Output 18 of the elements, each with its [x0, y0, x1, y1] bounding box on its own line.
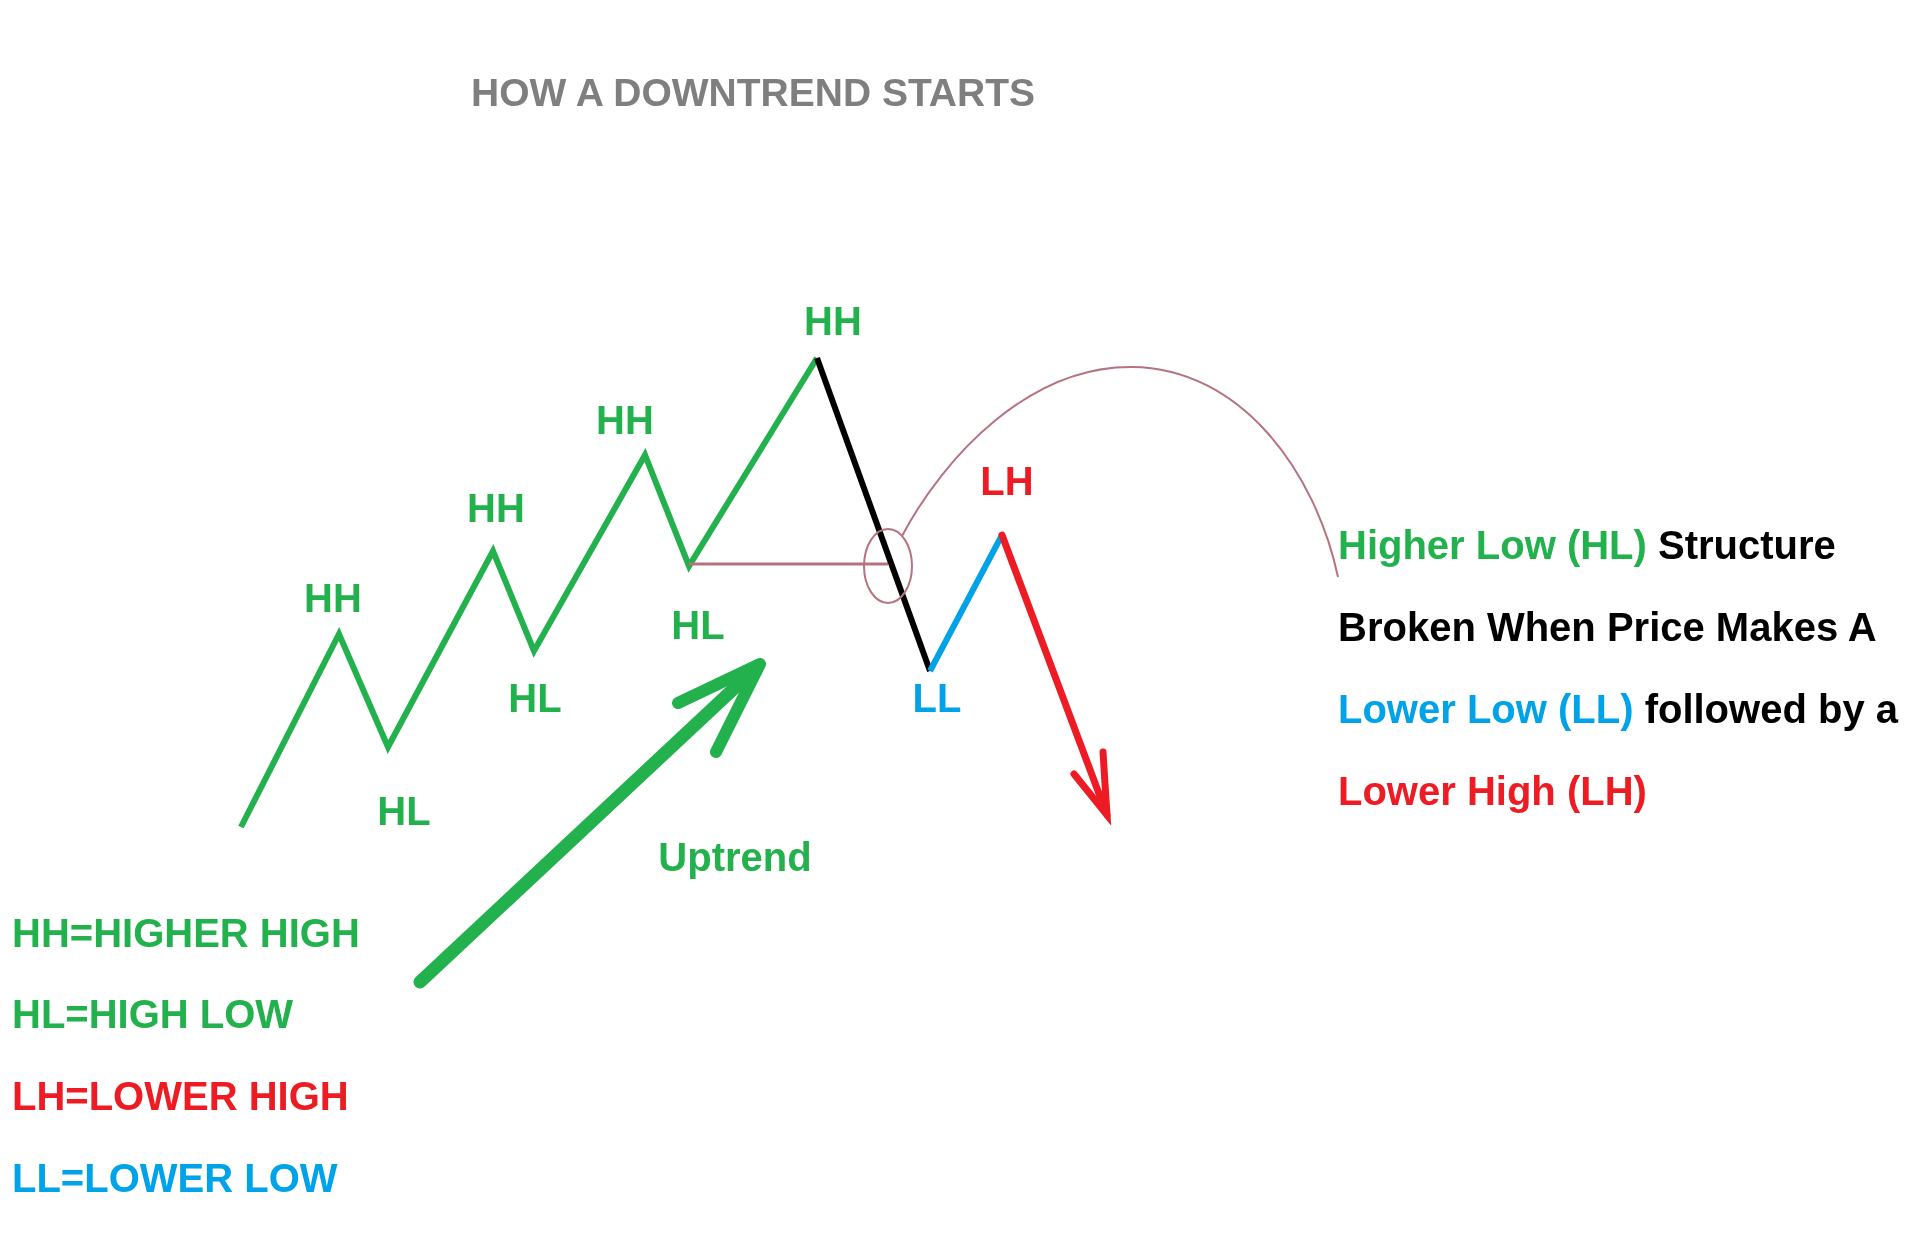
point-label: HL: [671, 605, 725, 645]
key-entry: HH=HIGHER HIGH: [12, 913, 360, 953]
point-label: HH: [304, 578, 362, 618]
title: HOW A DOWNTREND STARTS: [471, 72, 1035, 112]
key-entry: LH=LOWER HIGH: [12, 1076, 349, 1116]
point-label: HH: [467, 488, 525, 528]
point-label: HH: [804, 301, 862, 341]
point-label: HL: [377, 791, 431, 831]
break-circle: [862, 527, 914, 605]
point-label: LH: [980, 461, 1034, 501]
annotation-text: Higher Low (HL) Structure Broken When Price Makes A Lower Low (LL) followed by a Lower High (LH): [1338, 504, 1913, 832]
leader-line: [901, 366, 1339, 578]
point-label: HH: [596, 400, 654, 440]
point-label: LL: [912, 678, 962, 718]
key-entry: LL=LOWER LOW: [12, 1158, 338, 1198]
point-label: HL: [508, 678, 562, 718]
trend-label: Uptrend: [658, 837, 812, 877]
key-entry: HL=HIGH LOW: [12, 994, 294, 1034]
